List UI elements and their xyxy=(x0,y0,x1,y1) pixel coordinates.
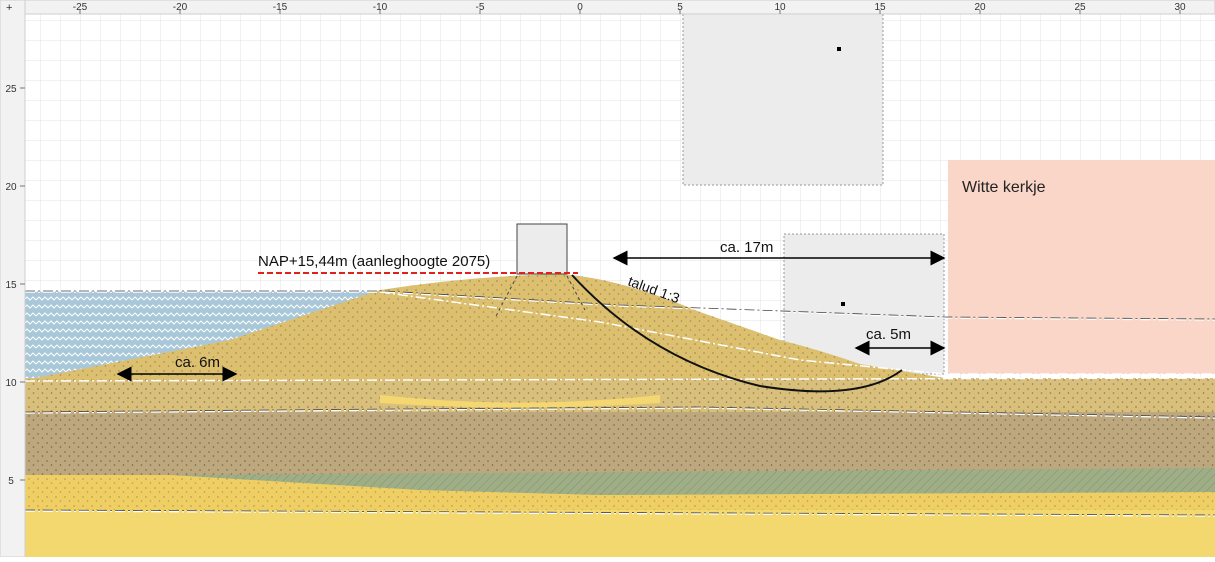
zone-upper xyxy=(682,13,884,186)
x-tick-label: -10 xyxy=(373,2,388,13)
y-tick-label: 20 xyxy=(5,182,17,193)
dike-body-dots xyxy=(25,274,945,380)
square-marker xyxy=(837,47,841,51)
y-tick-label: 5 xyxy=(8,476,14,487)
x-tick-label: -15 xyxy=(273,2,288,13)
square-marker xyxy=(841,302,845,306)
crest-level-label: NAP+15,44m (aanleghoogte 2075) xyxy=(258,253,490,270)
building-label: Witte kerkje xyxy=(962,179,1046,196)
y-tick-label: 25 xyxy=(5,84,17,95)
layer-base-sand xyxy=(25,510,1215,557)
x-tick-label: -5 xyxy=(476,2,485,13)
layer-top-dots xyxy=(25,378,1215,412)
x-tick-label: 25 xyxy=(1074,2,1086,13)
building-area xyxy=(948,160,1215,374)
x-tick-label: -20 xyxy=(173,2,188,13)
distance-5-label: ca. 5m xyxy=(866,326,911,343)
distance-17-label: ca. 17m xyxy=(720,239,773,256)
x-tick-label: 0 xyxy=(577,2,583,13)
layer-clay-dots xyxy=(25,412,1215,475)
crest-dashes xyxy=(494,275,586,319)
sand-lens xyxy=(380,395,660,408)
x-tick-label: 15 xyxy=(874,2,886,13)
y-axis-ticks: 25 20 15 10 5 xyxy=(5,84,25,487)
x-axis-ticks: -25 -20 -15 -10 -5 0 5 10 15 20 25 30 xyxy=(73,2,1186,14)
x-tick-label: 30 xyxy=(1174,2,1186,13)
y-tick-label: 15 xyxy=(5,280,17,291)
x-tick-label: 20 xyxy=(974,2,986,13)
layer-boundaries-dark xyxy=(24,290,1215,516)
x-tick-label: -25 xyxy=(73,2,88,13)
ruler-corner: + xyxy=(6,2,12,14)
y-tick-label: 10 xyxy=(5,378,17,389)
peat-hatch xyxy=(170,468,1215,495)
x-tick-label: 10 xyxy=(774,2,786,13)
x-tick-label: 5 xyxy=(677,2,683,13)
distance-6-label: ca. 6m xyxy=(175,354,220,371)
slip-circle xyxy=(571,274,903,393)
top-ruler xyxy=(0,0,1215,15)
crest-structure xyxy=(516,223,568,275)
